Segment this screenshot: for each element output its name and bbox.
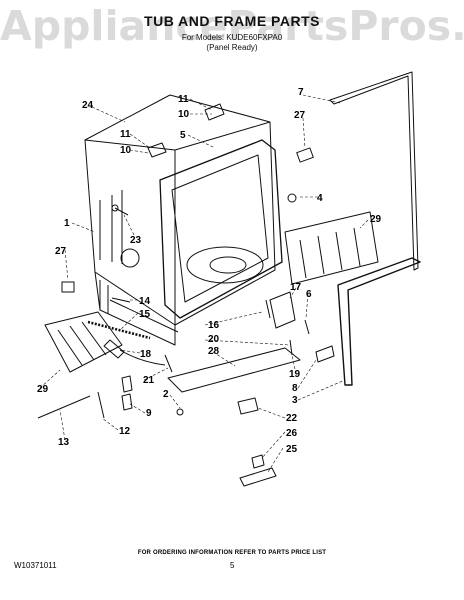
callout-24: 24 bbox=[82, 100, 94, 111]
bottom-insulation bbox=[44, 311, 123, 373]
part-19 bbox=[289, 339, 293, 356]
part-4 bbox=[287, 193, 297, 203]
callout-29: 29 bbox=[37, 384, 49, 395]
callout-16: 16 bbox=[208, 320, 220, 331]
page-title: TUB AND FRAME PARTS bbox=[144, 13, 320, 29]
callout-6: 6 bbox=[306, 289, 312, 300]
models-line: For Models: KUDE60FXPA0 bbox=[181, 33, 283, 42]
callout-7: 7 bbox=[298, 87, 304, 98]
callout-23: 23 bbox=[130, 235, 142, 246]
lower-plate bbox=[167, 347, 301, 393]
part-16-screw bbox=[265, 299, 271, 319]
part-22 bbox=[237, 397, 259, 415]
callout-11: 11 bbox=[178, 94, 189, 105]
callout-15: 15 bbox=[139, 309, 151, 320]
callout-20: 20 bbox=[208, 334, 220, 345]
watermark: AppliancePartsPros.com bbox=[0, 2, 464, 50]
part-14 bbox=[111, 297, 131, 303]
bottom-insulation-ribs bbox=[57, 321, 107, 366]
callout-19: 19 bbox=[289, 369, 301, 380]
hinge-spring bbox=[87, 320, 151, 340]
frame-rail-left bbox=[94, 271, 176, 346]
part-26 bbox=[251, 454, 265, 469]
part-11a bbox=[204, 103, 225, 121]
tub-sump-inner bbox=[209, 256, 247, 274]
part-21 bbox=[164, 354, 173, 373]
part-23-head bbox=[111, 204, 119, 212]
callout-18: 18 bbox=[140, 349, 152, 360]
bottom-seal bbox=[337, 257, 421, 386]
callout-14: 14 bbox=[139, 296, 151, 307]
callout-9: 9 bbox=[146, 408, 152, 419]
side-insulation-ribs bbox=[299, 227, 361, 279]
callout-29: 29 bbox=[370, 214, 382, 225]
tub-ribs bbox=[99, 190, 123, 264]
callout-27: 27 bbox=[55, 246, 67, 257]
part-27-top bbox=[296, 147, 314, 163]
callout-5: 5 bbox=[180, 130, 186, 141]
callout-25: 25 bbox=[286, 444, 298, 455]
callout-10: 10 bbox=[178, 109, 190, 120]
part-9b bbox=[121, 393, 133, 411]
frame-leg bbox=[99, 280, 109, 314]
callout-4: 4 bbox=[317, 193, 323, 204]
tub-inner-frame bbox=[171, 154, 269, 303]
callout-10: 10 bbox=[120, 145, 132, 156]
side-insulation bbox=[284, 211, 379, 285]
part-2 bbox=[176, 408, 184, 416]
callout-28: 28 bbox=[208, 346, 220, 357]
callout-12: 12 bbox=[119, 426, 131, 437]
tub-port bbox=[120, 248, 140, 268]
callout-27: 27 bbox=[294, 110, 306, 121]
callout-8: 8 bbox=[292, 383, 298, 394]
page-number: 5 bbox=[230, 561, 235, 570]
callout-11: 11 bbox=[120, 129, 131, 140]
part-27-left bbox=[61, 281, 75, 293]
tub-sump bbox=[186, 246, 264, 284]
tub-top-edge bbox=[84, 121, 271, 151]
callout-3: 3 bbox=[292, 395, 298, 406]
cable-tie bbox=[37, 395, 91, 419]
callout-21: 21 bbox=[143, 375, 155, 386]
tub-front-frame bbox=[159, 139, 283, 319]
callout-22: 22 bbox=[286, 413, 298, 424]
part-12-screw bbox=[97, 391, 105, 419]
document-part-number: W10371011 bbox=[14, 561, 57, 570]
callout-1: 1 bbox=[64, 218, 70, 229]
part-9a bbox=[121, 375, 133, 393]
callout-17: 17 bbox=[290, 282, 302, 293]
frame-rail-bottom bbox=[109, 299, 179, 333]
part-25 bbox=[239, 467, 277, 487]
part-6 bbox=[304, 319, 310, 335]
part-23-screw bbox=[114, 207, 129, 216]
leader-lines bbox=[39, 94, 369, 473]
part-18 bbox=[103, 339, 125, 359]
bracket-right bbox=[269, 291, 296, 329]
part-11b bbox=[147, 142, 167, 158]
door-gasket bbox=[329, 71, 419, 271]
ordering-info: FOR ORDERING INFORMATION REFER TO PARTS … bbox=[137, 550, 327, 556]
callout-26: 26 bbox=[286, 428, 298, 439]
callout-13: 13 bbox=[58, 437, 70, 448]
part-8 bbox=[315, 345, 335, 363]
panel-line: (Panel Ready) bbox=[206, 43, 258, 52]
callout-2: 2 bbox=[163, 389, 169, 400]
